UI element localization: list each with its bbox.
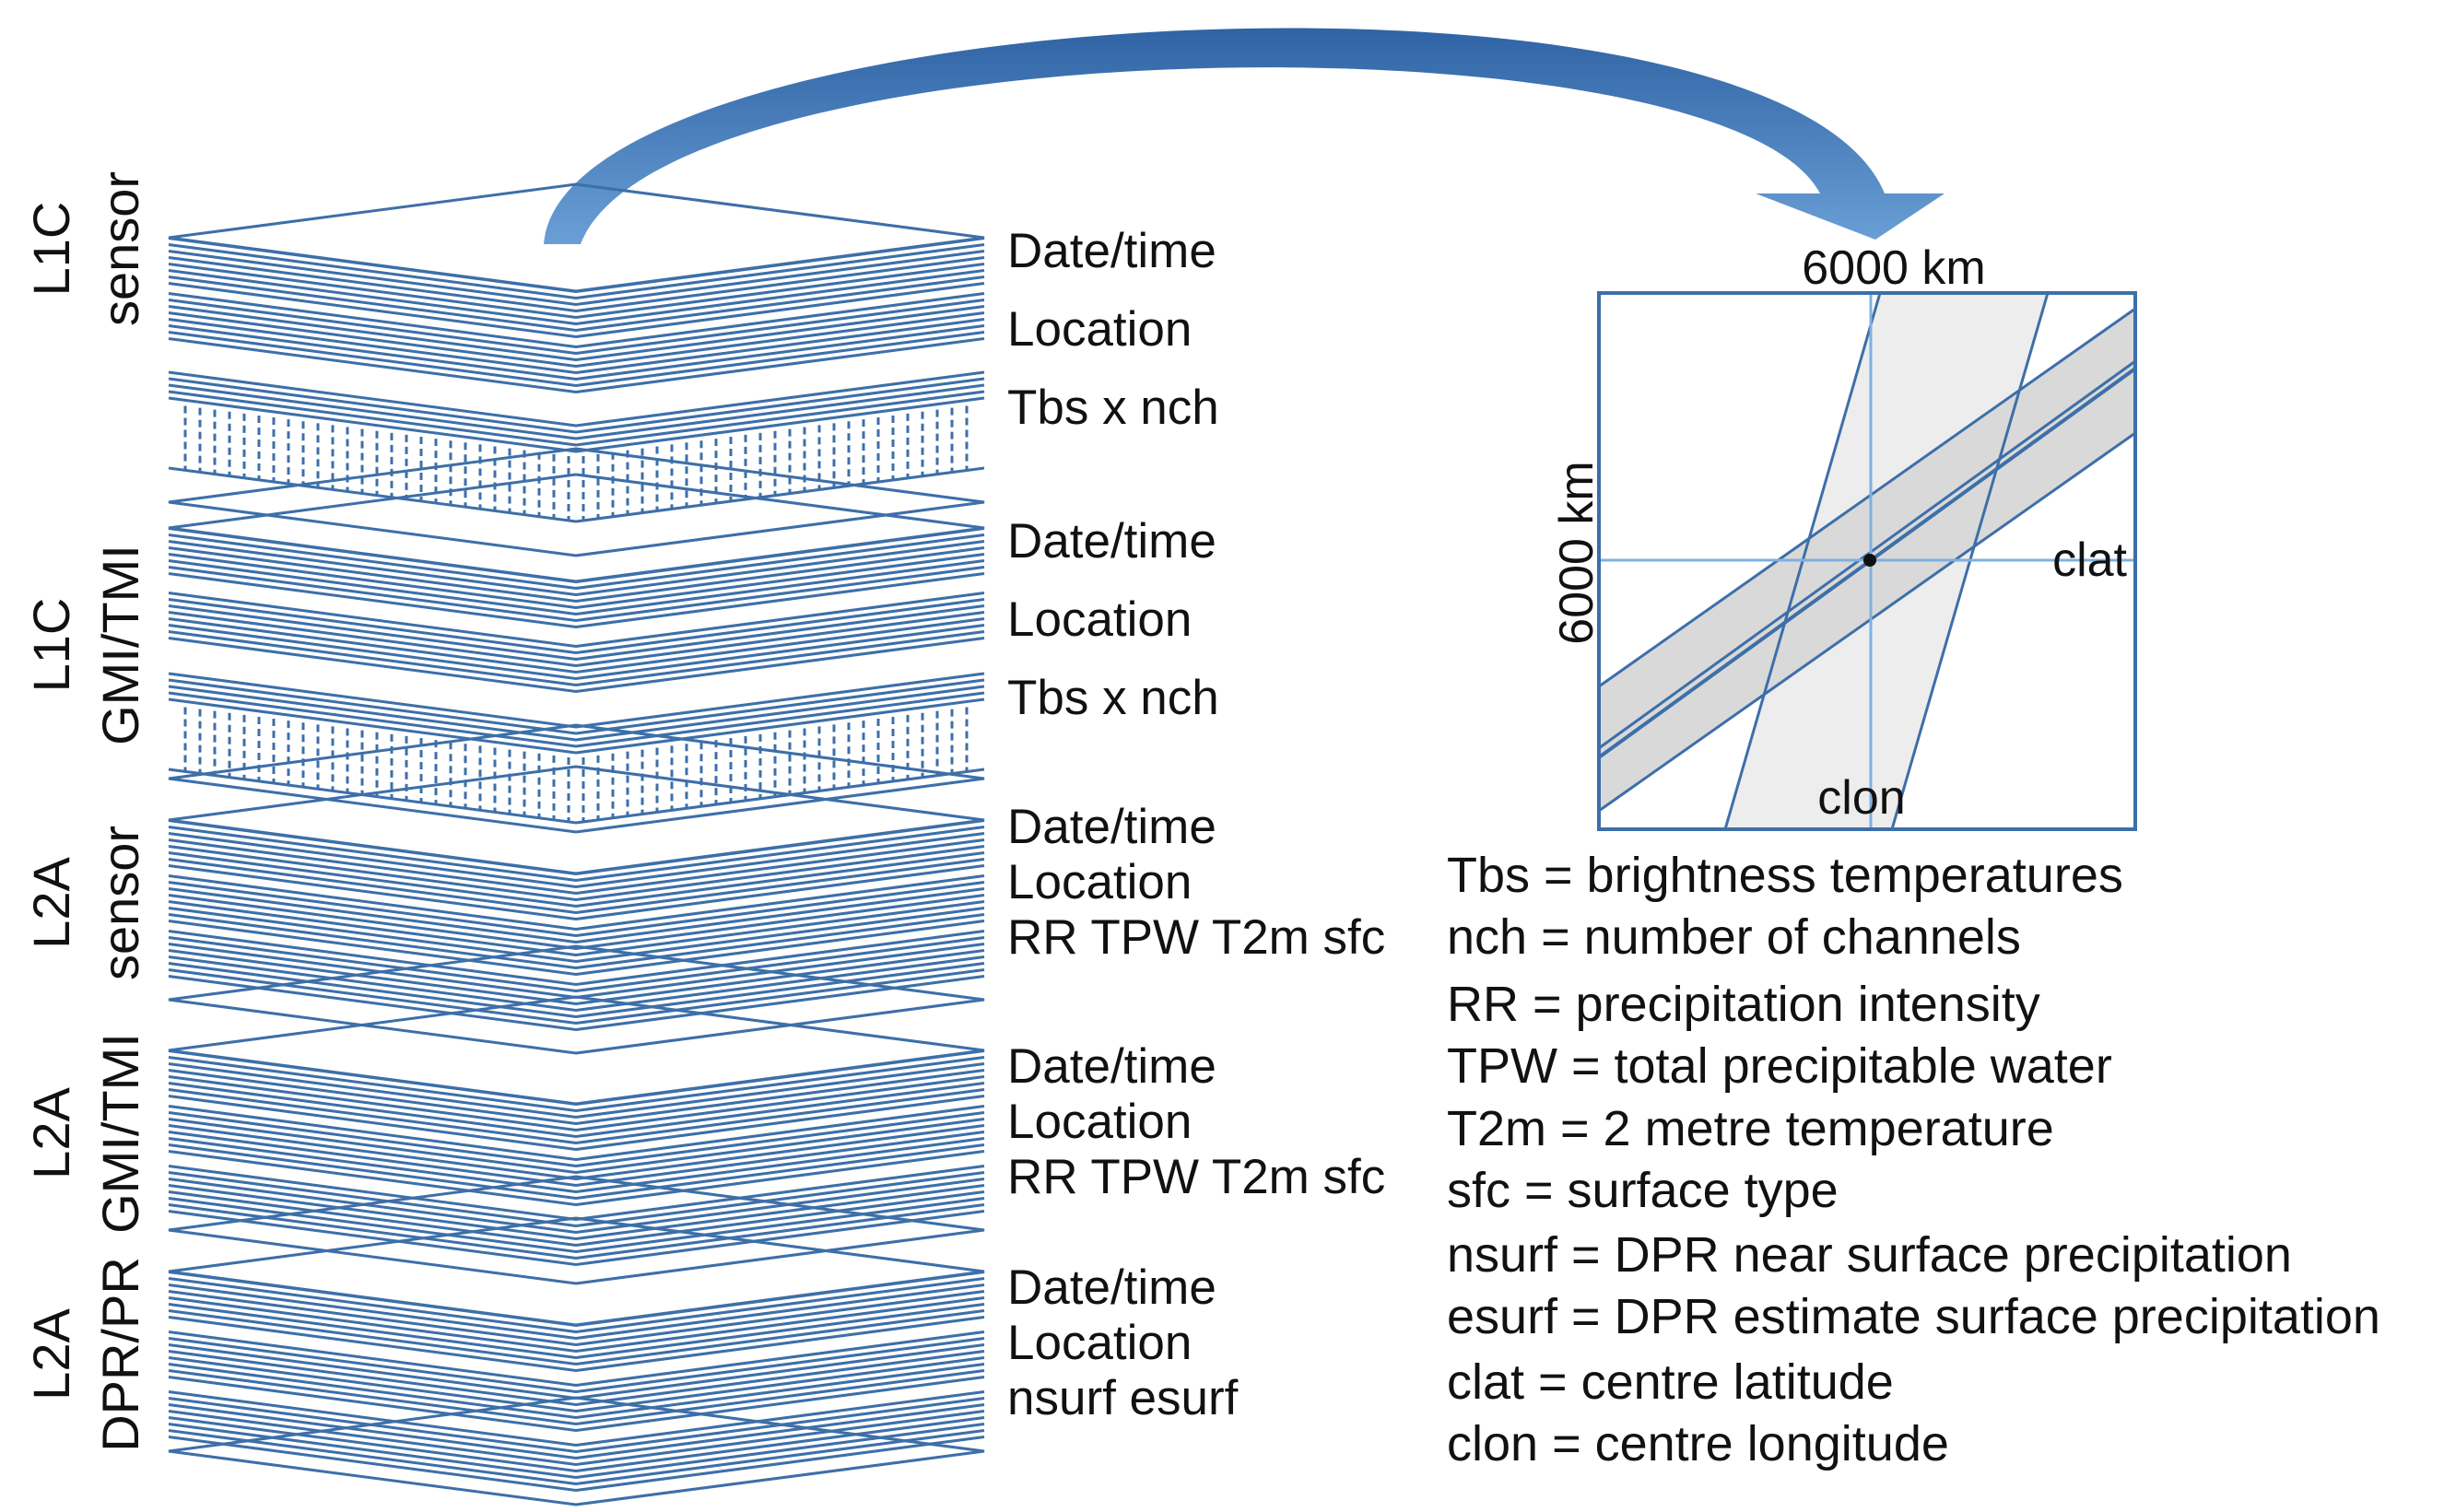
domain-box: 6000 km 6000 km clat clon [1550,241,2137,831]
curved-arrow [544,28,1945,244]
clon-label: clon [1817,771,1905,825]
centre-point [1863,554,1876,567]
level-label: L2A [22,1087,80,1179]
level-label: L2A [22,1308,80,1401]
legend-item: clat = centre latitude [1447,1354,1894,1410]
legend-item: Tbs = brightness temperatures [1447,848,2123,903]
layer-stack [168,765,985,1055]
legend-item: clon = centre longitude [1447,1416,1949,1471]
field-label: Date/time [1007,800,1216,854]
layer-stack [168,182,985,557]
field-label: Date/time [1007,514,1216,568]
level-label: L2A [22,857,80,949]
level-label: L1C [22,202,80,297]
field-label: Date/time [1007,224,1216,278]
layer-stack [168,473,985,834]
layer-stack [168,1216,985,1506]
clat-label: clat [2052,533,2127,587]
legend-item: sfc = surface type [1447,1163,1839,1218]
source-label: DPR/PR [91,1257,149,1452]
legend-item: T2m = 2 metre temperature [1447,1101,2054,1156]
legend-item: esurf = DPR estimate surface precipitati… [1447,1289,2380,1344]
layer-stacks [168,182,985,1506]
field-label: Location [1007,855,1192,909]
source-label: sensor [91,826,149,980]
legend-item: nch = number of channels [1447,909,2021,965]
source-label: GMI/TMI [91,1033,149,1234]
box-frame [1597,291,2137,831]
abbreviation-legend: Tbs = brightness temperatures nch = numbe… [1447,848,2380,1471]
legend-item: TPW = total precipitable water [1447,1038,2112,1094]
field-label: Date/time [1007,1039,1216,1094]
box-height-label: 6000 km [1550,461,1604,644]
field-label: Location [1007,302,1192,357]
box-width-label: 6000 km [1802,241,1985,295]
field-label: RR TPW T2m sfc [1007,910,1385,965]
field-label: RR TPW T2m sfc [1007,1150,1385,1204]
legend-item: nsurf = DPR near surface precipitation [1447,1227,2292,1283]
field-label: nsurf esurf [1007,1371,1239,1425]
field-label: Date/time [1007,1260,1216,1315]
source-label: sensor [91,171,149,326]
source-label: GMI/TMI [91,545,149,745]
layer-stack [168,995,985,1285]
legend-item: RR = precipitation intensity [1447,977,2040,1032]
field-label: Tbs x nch [1007,381,1219,435]
field-label: Location [1007,592,1192,647]
field-label: Location [1007,1095,1192,1149]
level-label: L1C [22,598,80,693]
field-label: Location [1007,1316,1192,1370]
field-label: Tbs x nch [1007,671,1219,725]
